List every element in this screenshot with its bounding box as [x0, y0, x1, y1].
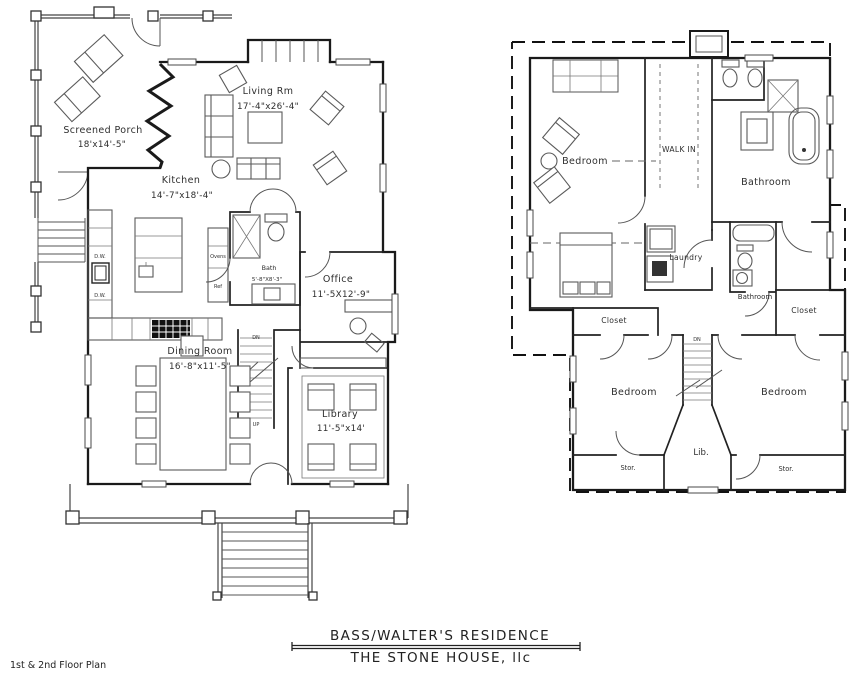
room-label-bathroom-small: Bathroom: [738, 293, 773, 301]
second-floor-partitions: [529, 57, 846, 491]
room-label-bedroom-right: Bedroom: [761, 387, 807, 398]
room-label-kitchen: Kitchen: [162, 175, 201, 186]
second-floor-walls: [528, 56, 847, 492]
bath-fixtures: [205, 213, 296, 305]
library-furniture: [291, 345, 385, 479]
chimney: [689, 30, 729, 58]
screened-porch-structure: [30, 6, 232, 333]
dishwasher-label-2: D.W.: [94, 293, 106, 299]
ovens-cabinet: [207, 227, 229, 303]
room-label-stor-left: Stor.: [620, 464, 635, 472]
kitchen-island: [134, 217, 183, 293]
dishwasher-label-1: D.W.: [94, 254, 106, 260]
room-dims-kitchen: 14'-7"x18'-4": [151, 191, 213, 201]
room-label-living-rm: Living Rm: [243, 86, 294, 97]
living-room-furniture: [204, 64, 348, 213]
room-label-closet-left: Closet: [601, 316, 626, 325]
room-dims-bath: 5'-8"X8'-3": [252, 277, 283, 283]
firm-name: THE STONE HOUSE, llc: [350, 650, 532, 666]
room-label-laundry: Laundry: [669, 253, 702, 262]
dining-room-furniture: [135, 335, 251, 471]
second-floor-stairs: DN: [675, 337, 723, 401]
room-label-bedroom-left: Bedroom: [611, 387, 657, 398]
room-label-walk-in: WALK IN: [662, 145, 696, 154]
room-label-bathroom-main: Bathroom: [741, 177, 791, 188]
first-floor-plan: DN UP D.W. D.W. Ovens Ref: [30, 6, 409, 601]
ref-label: Ref: [214, 284, 222, 290]
room-label-stor-right: Stor.: [778, 465, 793, 473]
laundry-fixtures: [646, 225, 676, 283]
room-dims-dining-room: 16'-8"x11'-5": [169, 362, 231, 372]
small-bathroom-fixtures: [732, 224, 775, 287]
room-label-master-bedroom: Bedroom: [562, 156, 608, 167]
room-dims-screened-porch: 18'x14'-5": [78, 140, 126, 150]
second-floor-door-arcs: [599, 195, 821, 480]
room-label-closet-right: Closet: [791, 306, 816, 315]
stairs2-dn-label: DN: [693, 337, 701, 343]
sheet-plan-label: 1st & 2nd Floor Plan: [10, 660, 106, 671]
office-furniture: [304, 251, 393, 353]
room-label-bath: Bath: [262, 264, 277, 272]
second-floor-windows: [526, 54, 849, 494]
range-stove: [152, 320, 190, 338]
first-floor-partitions: [229, 211, 389, 485]
room-dims-office: 11'-5X12'-9": [312, 290, 370, 300]
second-floor-plan: DN: [511, 30, 849, 494]
title-block: BASS/WALTER'S RESIDENCE THE STONE HOUSE,…: [291, 628, 581, 666]
front-door-arcs: [249, 462, 293, 485]
room-label-screened-porch: Screened Porch: [63, 125, 142, 136]
main-bathroom-fixtures: [721, 59, 820, 165]
roof-outline: [511, 41, 846, 493]
stairs-dn-label: DN: [252, 335, 260, 341]
ovens-label: Ovens: [210, 254, 226, 260]
stairs-up-label: UP: [253, 422, 260, 428]
title-divider: [291, 642, 581, 651]
kitchen-casework: D.W. D.W. Ovens Ref: [87, 209, 229, 341]
room-label-office: Office: [323, 274, 353, 285]
first-floor-windows: [84, 58, 399, 488]
master-bedroom-furniture: [530, 59, 656, 298]
room-label-dining-room: Dining Room: [167, 346, 232, 357]
front-porch: [65, 484, 409, 601]
room-label-lib: Lib.: [693, 448, 708, 458]
room-label-library: Library: [322, 409, 358, 420]
room-dims-library: 11'-5"x14': [317, 424, 365, 434]
project-title: BASS/WALTER'S RESIDENCE: [330, 628, 550, 644]
room-dims-living-rm: 17'-4"x26'-4": [237, 102, 299, 112]
